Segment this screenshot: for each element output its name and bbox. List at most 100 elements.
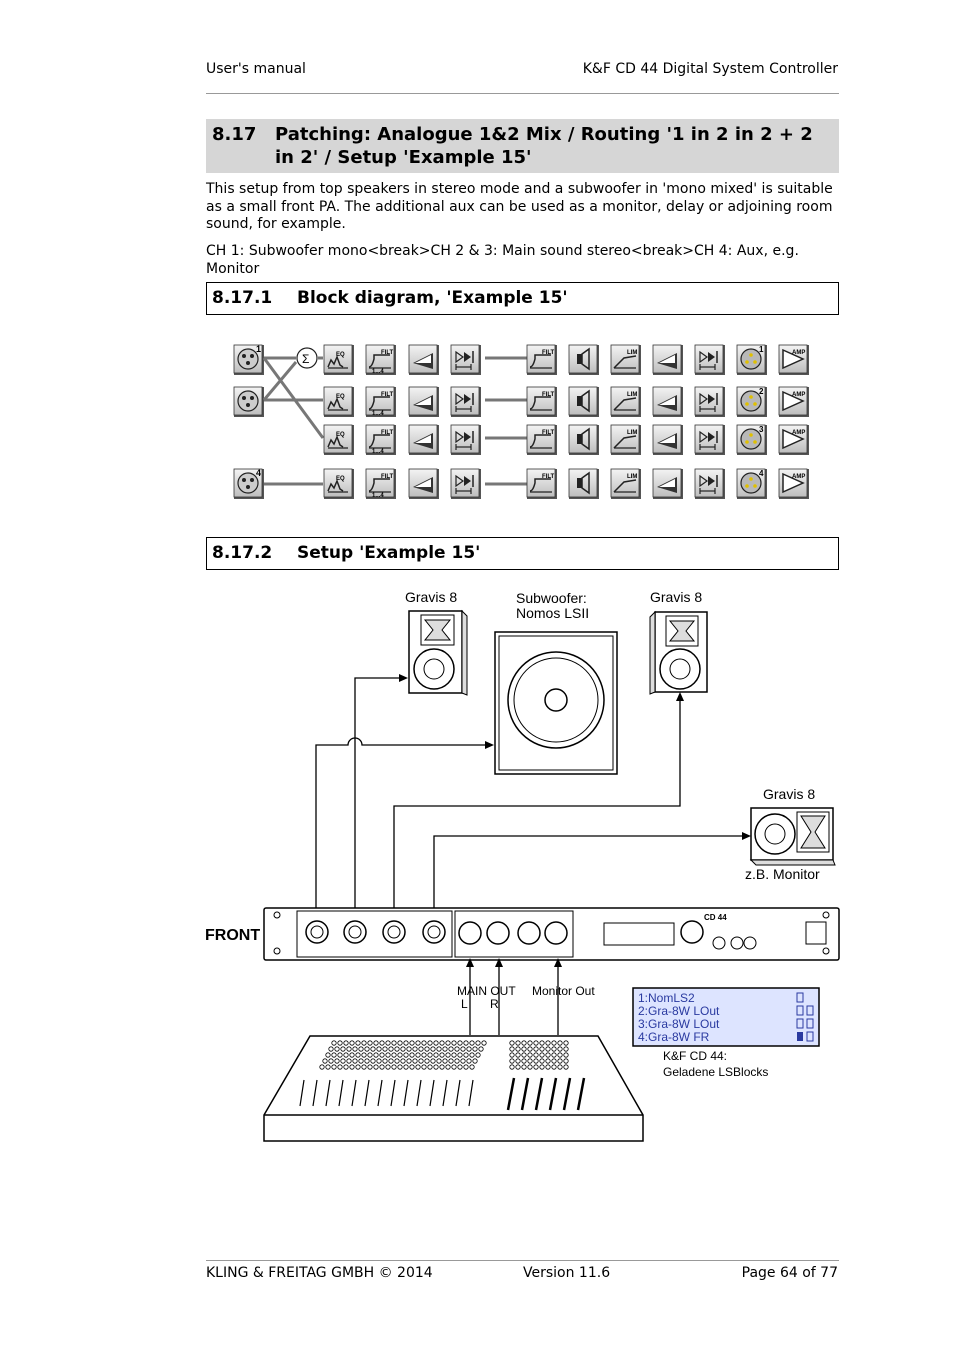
console-knob <box>551 1058 557 1064</box>
subsection-heading-block-diagram: 8.17.1 Block diagram, 'Example 15' <box>206 282 839 315</box>
console-knob <box>415 1052 421 1058</box>
console-knob <box>563 1046 569 1052</box>
console-knob <box>382 1046 388 1052</box>
console-knob <box>451 1040 457 1046</box>
lcd-line: 4:Gra-8W FR <box>638 1030 710 1044</box>
console-knob <box>469 1040 475 1046</box>
console-knob <box>515 1058 521 1064</box>
block-label: EQ <box>336 352 345 358</box>
console-knob <box>397 1040 403 1046</box>
console-knob <box>509 1064 515 1070</box>
console-knob <box>355 1052 361 1058</box>
console-knob <box>331 1052 337 1058</box>
console-knob <box>521 1046 527 1052</box>
console-knob <box>460 1058 466 1064</box>
console-knob <box>551 1052 557 1058</box>
console-knob <box>337 1052 343 1058</box>
console-fader <box>442 1079 448 1107</box>
console-knob <box>427 1040 433 1046</box>
console-knob <box>409 1052 415 1058</box>
console-knob <box>527 1052 533 1058</box>
block-label: AMP <box>792 392 805 398</box>
console-knob <box>397 1052 403 1058</box>
console-knob <box>331 1064 337 1070</box>
console-knob <box>364 1058 370 1064</box>
console-knob <box>521 1040 527 1046</box>
console-knob <box>424 1046 430 1052</box>
console-knob <box>373 1040 379 1046</box>
filt-range: 1...4 <box>372 369 384 375</box>
console-fader <box>403 1079 409 1107</box>
console-knob <box>352 1046 358 1052</box>
console-knob <box>557 1058 563 1064</box>
console-knob <box>361 1064 367 1070</box>
block-label: FILT <box>381 392 394 398</box>
main-out-r: R <box>490 997 499 1011</box>
row-4 <box>324 469 809 499</box>
console-knob <box>430 1058 436 1064</box>
console-knob <box>403 1052 409 1058</box>
console-knob <box>367 1040 373 1046</box>
console-fader <box>299 1079 305 1107</box>
block-label: EQ <box>336 476 345 482</box>
console-knob <box>521 1064 527 1070</box>
output-number: 1 <box>759 345 764 354</box>
console-knob <box>391 1040 397 1046</box>
subwoofer-model: Nomos LSII <box>516 605 589 621</box>
input-number: 1 <box>256 344 261 354</box>
console-knob <box>454 1046 460 1052</box>
console-knob <box>334 1046 340 1052</box>
console-knob <box>394 1046 400 1052</box>
console-knob <box>457 1052 463 1058</box>
console-knob <box>509 1040 515 1046</box>
console-knob <box>373 1064 379 1070</box>
block-label: FILT <box>542 350 555 356</box>
console-knob <box>349 1064 355 1070</box>
block-label: LIM <box>627 350 637 356</box>
console-knob <box>466 1058 472 1064</box>
console-knob <box>370 1058 376 1064</box>
console-knob <box>337 1040 343 1046</box>
lcd-caption: Geladene LSBlocks <box>663 1065 768 1079</box>
console-knob <box>451 1064 457 1070</box>
footer-left: KLING & FREITAG GMBH © 2014 <box>206 1265 433 1281</box>
console-fader <box>576 1077 586 1111</box>
console-knob <box>545 1040 551 1046</box>
console-knob <box>418 1046 424 1052</box>
console-knob <box>563 1058 569 1064</box>
console-knob <box>340 1046 346 1052</box>
console-knob <box>334 1058 340 1064</box>
console-fader <box>312 1079 318 1107</box>
console-knob <box>340 1058 346 1064</box>
section-heading: 8.17 Patching: Analogue 1&2 Mix / Routin… <box>206 119 839 173</box>
block-label: FILT <box>542 392 555 398</box>
console-knob <box>343 1052 349 1058</box>
console-knob <box>472 1058 478 1064</box>
console-knob <box>325 1052 331 1058</box>
block-label: LIM <box>627 474 637 480</box>
console-knob <box>379 1052 385 1058</box>
console-knob <box>373 1052 379 1058</box>
block-label: LIM <box>627 392 637 398</box>
footer-rule <box>206 1260 839 1261</box>
console-knob <box>539 1064 545 1070</box>
console-knob <box>400 1046 406 1052</box>
console-knob <box>427 1064 433 1070</box>
console-knob <box>352 1058 358 1064</box>
console-knob <box>385 1052 391 1058</box>
console-knob <box>358 1058 364 1064</box>
console-knob <box>557 1046 563 1052</box>
console-knob <box>533 1058 539 1064</box>
console-fader <box>338 1079 344 1107</box>
console-knob <box>421 1064 427 1070</box>
mixer-cables <box>469 963 559 1035</box>
block-label: EQ <box>336 394 345 400</box>
front-label: FRONT <box>205 927 260 944</box>
console-knob <box>527 1046 533 1052</box>
speaker-label: Gravis 8 <box>650 589 702 605</box>
console-knob <box>436 1058 442 1064</box>
console-knob <box>521 1052 527 1058</box>
console-fader <box>534 1077 544 1111</box>
row-2 <box>324 387 809 417</box>
